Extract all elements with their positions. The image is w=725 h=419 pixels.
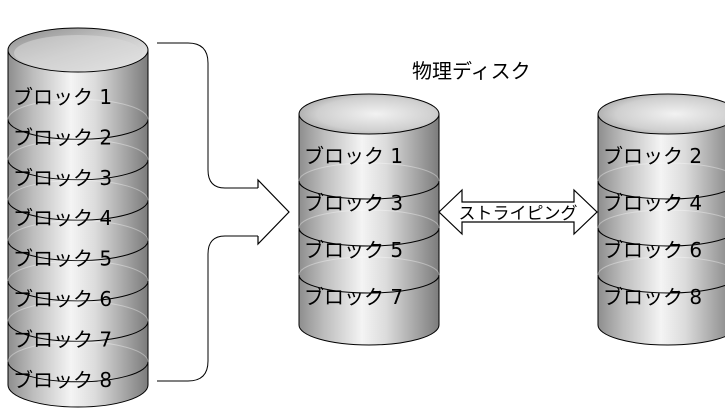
logical-volume-block-label: ブロック 2 (13, 125, 112, 149)
disk-1-block-label: ブロック 3 (304, 191, 403, 215)
segment-divider-back (7, 341, 149, 362)
logical-volume-block-label: ブロック 1 (13, 85, 112, 109)
logical-volume-block-label: ブロック 3 (13, 166, 112, 190)
disk-1-block-label: ブロック 1 (304, 144, 403, 168)
segment-divider-back (7, 98, 149, 120)
striping-label: ストライピング (459, 204, 578, 224)
logical-volume-block-label: ブロック 4 (13, 206, 112, 230)
logical-volume-block-label: ブロック 7 (13, 327, 112, 351)
segment-divider (7, 240, 149, 262)
segment-divider (7, 200, 149, 221)
segment-divider-back (7, 179, 149, 201)
gather-bracket (157, 42, 258, 189)
segment-divider (597, 227, 725, 247)
physical-disk-1: ブロック 1 ブロック 3 ブロック 5 ブロック 7 (298, 93, 440, 346)
segment-divider (7, 321, 149, 342)
segment-divider (7, 280, 149, 302)
disk-1-block-label: ブロック 5 (304, 238, 403, 262)
logical-volume-block-label: ブロック 6 (13, 287, 112, 311)
segment-divider (7, 159, 149, 181)
segment-divider-back (597, 209, 725, 229)
segment-divider-back (597, 256, 725, 276)
segment-divider (298, 227, 440, 247)
segment-divider (7, 361, 149, 383)
segment-divider (298, 274, 440, 294)
segment-divider (298, 180, 440, 200)
disk-2-block-label: ブロック 2 (603, 144, 702, 168)
segment-divider (7, 119, 149, 140)
physical-disk-2: ブロック 2 ブロック 4 ブロック 6 ブロック 8 (597, 93, 725, 346)
segment-divider-back (7, 139, 149, 160)
logical-volume-block-label: ブロック 5 (13, 247, 112, 271)
segment-divider (597, 180, 725, 200)
distribute-arrow-icon (257, 178, 290, 246)
segment-divider-back (298, 256, 440, 276)
logical-volume-cylinder: ブロック 1 ブロック 2 ブロック 3 ブロック 4 ブロック 5 ブロック 6 ブロック… (7, 27, 149, 408)
segment-divider-back (7, 220, 149, 241)
segment-divider-back (597, 162, 725, 182)
physical-disk-title: 物理ディスク (412, 59, 531, 83)
disk-2-block-label: ブロック 8 (603, 285, 702, 309)
disk-1-block-label: ブロック 7 (304, 285, 403, 309)
striping-arrow: ストライピング (438, 188, 598, 236)
logical-volume-block-label: ブロック 8 (13, 368, 112, 392)
disk-2-block-label: ブロック 6 (603, 238, 702, 262)
segment-divider-back (298, 209, 440, 229)
segment-divider-back (7, 300, 149, 322)
segment-divider-back (298, 162, 440, 182)
disk-2-block-label: ブロック 4 (603, 191, 702, 215)
segment-divider-back (7, 260, 149, 282)
segment-divider (597, 274, 725, 294)
